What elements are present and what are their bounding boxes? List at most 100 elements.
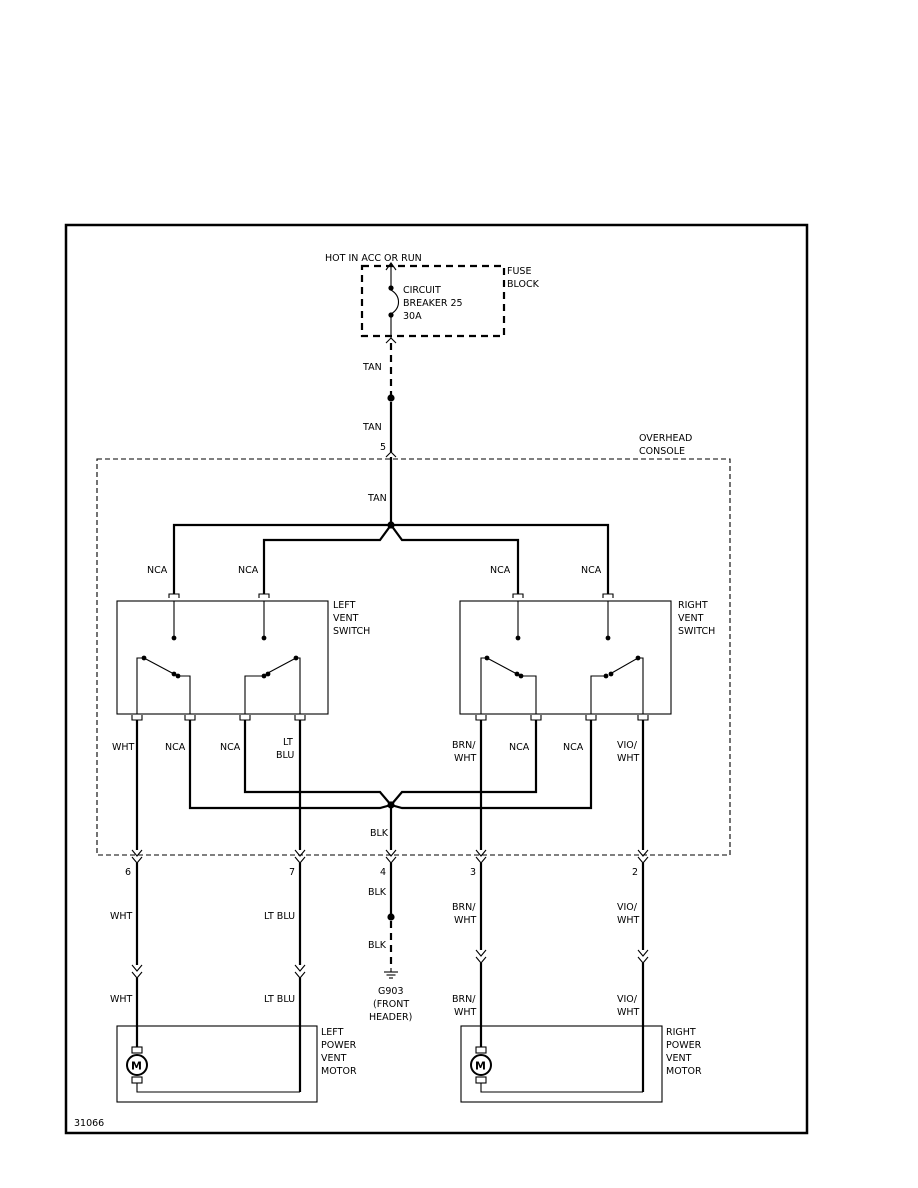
feed-wire [391, 523, 610, 594]
breaker-label-3: 30A [403, 311, 422, 322]
breaker-contact [388, 285, 394, 291]
feed-wire [262, 524, 392, 594]
wire-label: NCA [147, 565, 168, 576]
overhead-console-outline [96, 458, 731, 856]
motor-brush [475, 1046, 487, 1054]
fuse-block-outline [360, 264, 506, 338]
pin-label: 6 [125, 867, 131, 878]
left-power-vent-motor: M LEFT POWER VENT MOTOR [116, 1025, 357, 1103]
tan-wire-label: TAN [362, 422, 382, 433]
switch-wire [590, 675, 606, 714]
circuit-breaker-icon [390, 289, 400, 315]
wire-label: WHT [617, 1007, 640, 1018]
right-switch-outline [459, 600, 672, 715]
wire-label: NCA [165, 742, 186, 753]
pin-label: 5 [380, 442, 386, 453]
ground-g903: BLK BLK G903 (FRONT HEADER) [368, 863, 412, 1023]
switch-contact [518, 673, 524, 679]
right-motor-label-2: POWER [666, 1040, 702, 1051]
switch-blade [486, 657, 518, 675]
right-motor-label-4: MOTOR [666, 1066, 702, 1077]
left-vent-switch: LEFT VENT SWITCH [116, 593, 370, 721]
motor-icon [126, 1054, 148, 1076]
connector-icon [385, 337, 397, 344]
wire-label: WHT [454, 753, 477, 764]
connector-icon [475, 849, 487, 864]
breaker-label-1: CIRCUIT [403, 285, 441, 296]
left-motor-label-3: VENT [321, 1053, 347, 1064]
left-motor-label-2: POWER [321, 1040, 357, 1051]
switch-contact [261, 673, 267, 679]
wire-label: NCA [581, 565, 602, 576]
right-motor-label-3: VENT [666, 1053, 692, 1064]
wire-label: WHT [454, 1007, 477, 1018]
switch-blade [609, 657, 639, 675]
wire-label: NCA [509, 742, 530, 753]
wire-label: BRN/ [452, 902, 476, 913]
right-motor-label-1: RIGHT [666, 1027, 696, 1038]
switch-contact [514, 671, 520, 677]
switch-pole [261, 635, 267, 641]
connector-icon [294, 715, 306, 721]
motor-symbol: M [475, 1060, 486, 1073]
connector-icon [131, 849, 143, 864]
switch-wire [136, 657, 144, 714]
fuse-block-label-2: BLOCK [507, 279, 540, 290]
console-bottom-connectors: 6 7 4 3 2 [125, 849, 649, 878]
right-switch-label-2: VENT [678, 613, 704, 624]
connector-icon [475, 715, 487, 721]
connector-icon [131, 715, 143, 721]
nca-ground-wire [188, 720, 392, 810]
console-label-1: OVERHEAD [639, 433, 692, 444]
wire-label: BLK [368, 887, 387, 898]
console-label-2: CONSOLE [639, 446, 685, 457]
wire-label: LT BLU [264, 994, 295, 1005]
tan-wire-label: TAN [362, 362, 382, 373]
motor-brush [131, 1046, 143, 1054]
wire-label: WHT [454, 915, 477, 926]
breaker-label-2: BREAKER 25 [403, 298, 463, 309]
left-motor-feeds: WHT WHT LT BLU LT BLU [110, 863, 306, 1092]
switch-contact [171, 671, 177, 677]
switch-pole [605, 635, 611, 641]
connector-icon [294, 849, 306, 864]
connector-icon [294, 964, 306, 979]
connector-icon [385, 849, 397, 864]
left-motor-label-1: LEFT [321, 1027, 344, 1038]
switch-feed-bus: NCA NCA NCA NCA [147, 523, 610, 594]
fuse-block: HOT IN ACC OR RUN FUSE BLOCK CIRCUIT BRE… [325, 253, 540, 338]
tan-feed: TAN TAN 5 [362, 337, 397, 458]
splice-icon [387, 394, 395, 402]
switch-pole [515, 635, 521, 641]
connector-icon [184, 715, 196, 721]
left-motor-label-4: MOTOR [321, 1066, 357, 1077]
connector-icon [512, 593, 524, 598]
pin-label: 4 [380, 867, 386, 878]
pin-label: 3 [470, 867, 476, 878]
motor-brush [131, 1076, 143, 1084]
right-switch-label-1: RIGHT [678, 600, 708, 611]
wire-label: LT BLU [264, 911, 295, 922]
wire-label: LT [283, 737, 293, 748]
wire-label: BLU [276, 750, 294, 761]
breaker-arrow-icon [385, 262, 397, 271]
motor-icon [470, 1054, 492, 1076]
switch-wire [521, 675, 537, 714]
switch-contact [293, 655, 299, 661]
figure-id: 31066 [74, 1118, 104, 1129]
wire-label: BLK [368, 940, 387, 951]
left-switch-label-2: VENT [333, 613, 359, 624]
connector-icon [637, 715, 649, 721]
ground-label-3: HEADER) [369, 1012, 412, 1023]
hot-label: HOT IN ACC OR RUN [325, 253, 422, 264]
motor-return-wire [480, 1083, 643, 1093]
switch-wire [244, 675, 262, 714]
switch-wire [296, 657, 301, 714]
wire-label: VIO/ [617, 902, 638, 913]
breaker-contact [388, 312, 394, 318]
wire-label: BRN/ [452, 994, 476, 1005]
switch-pole [171, 635, 177, 641]
motor-symbol: M [131, 1060, 142, 1073]
nca-ground-wire [243, 720, 392, 806]
